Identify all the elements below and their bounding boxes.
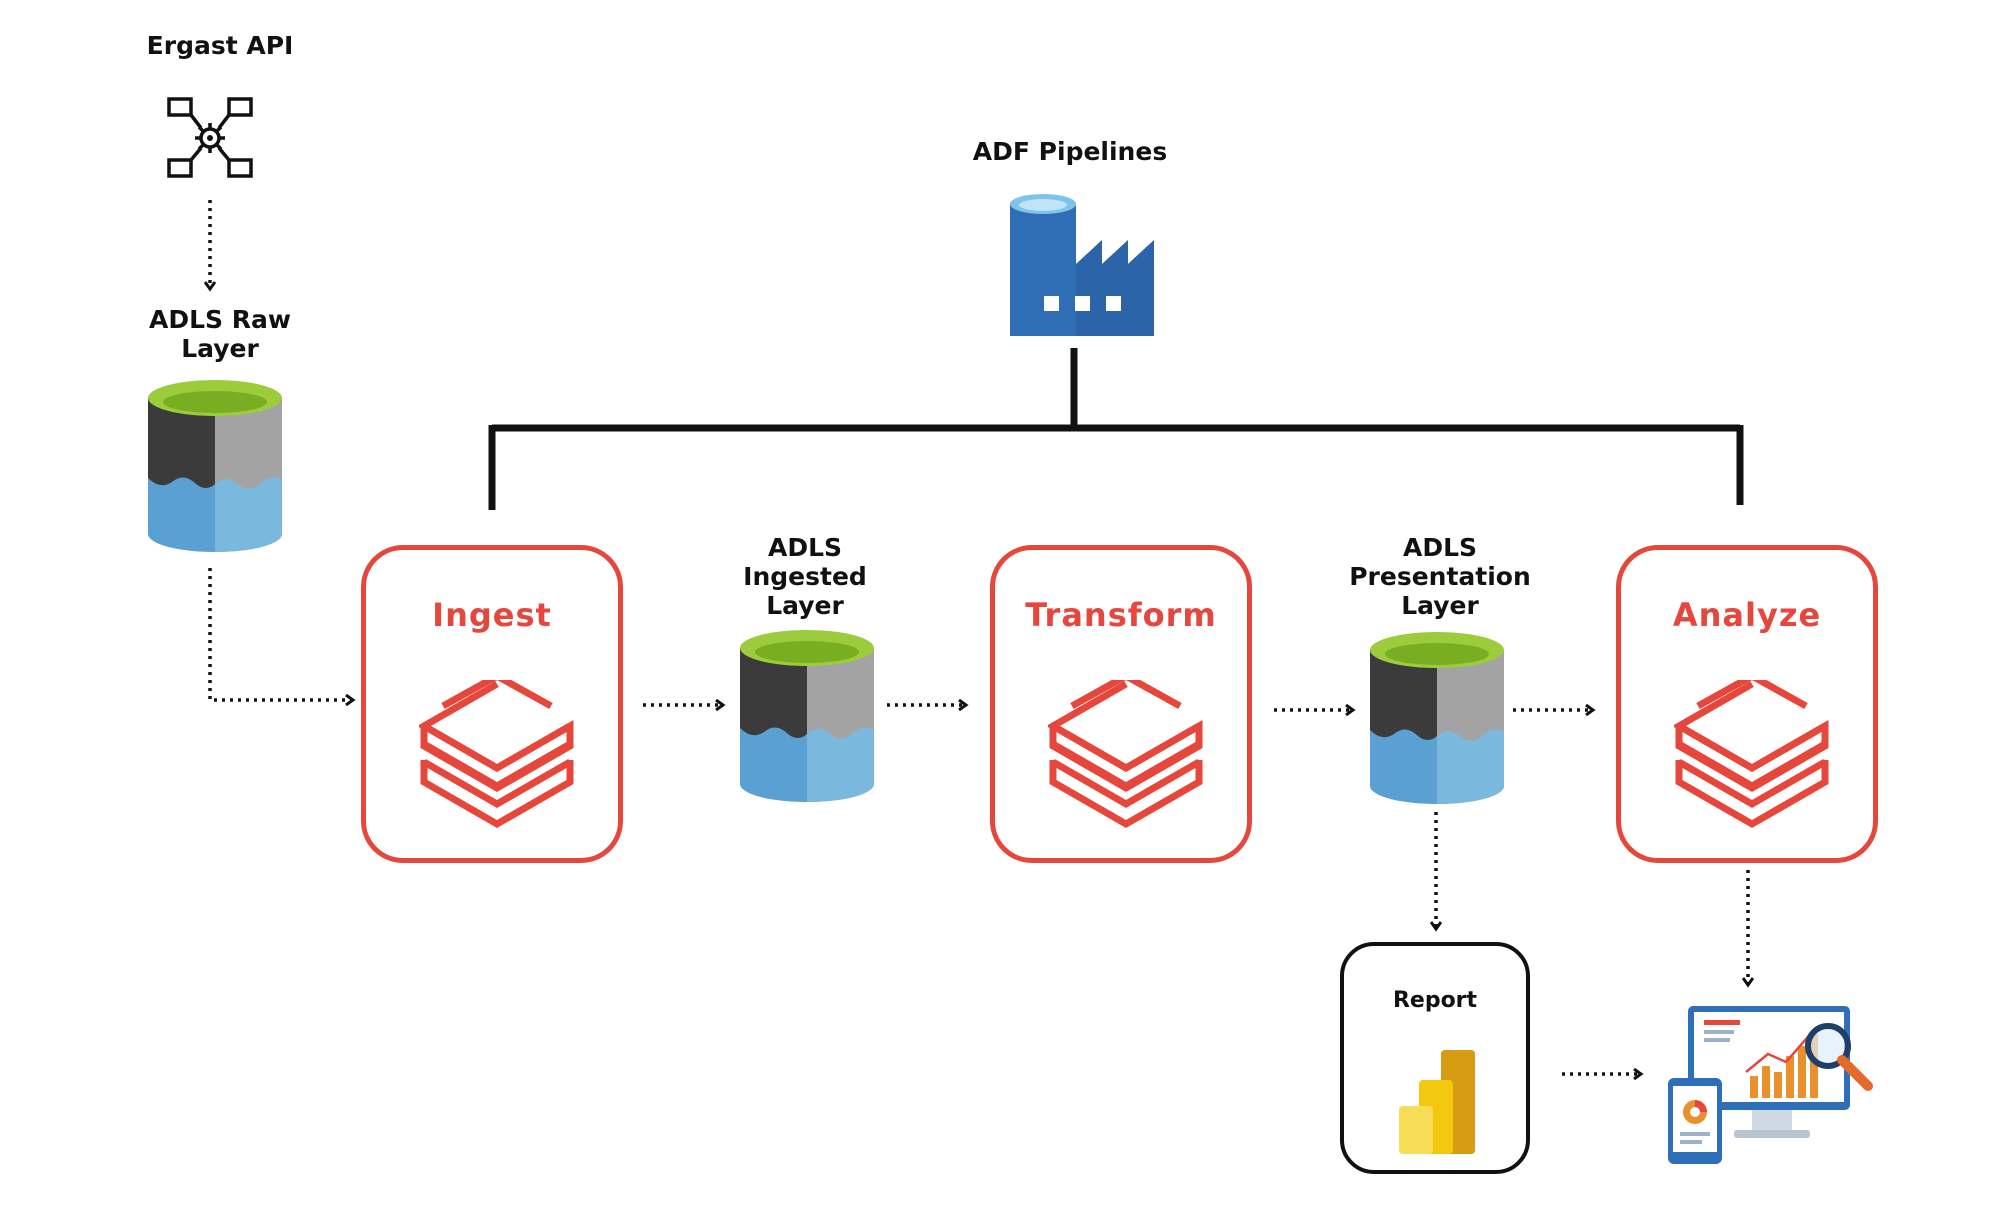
source-label: Ergast API — [146, 31, 294, 60]
stage-ingest: Ingest — [361, 545, 623, 863]
adf-bracket-connector — [488, 348, 1744, 510]
raw-to-ingest-arrow — [208, 568, 352, 700]
report-box: Report — [1340, 942, 1530, 1174]
databricks-layers-icon — [1674, 680, 1829, 829]
stage-transform: Transform — [990, 545, 1252, 863]
databricks-layers-icon — [1048, 680, 1203, 829]
power-bi-icon — [1399, 1050, 1475, 1154]
data-factory-icon — [1010, 194, 1154, 336]
report-label: Report — [1392, 988, 1478, 1013]
data-lake-storage-icon — [148, 380, 282, 552]
stage-title: Transform — [1025, 596, 1217, 634]
stage-title: Ingest — [432, 596, 552, 634]
presentation-layer-label: ADLS Presentation Layer — [1349, 533, 1531, 620]
ingested-layer-label: ADLS Ingested Layer — [743, 533, 867, 620]
databricks-layers-icon — [419, 680, 574, 829]
data-lake-storage-icon — [740, 630, 874, 802]
api-gear-network-icon — [167, 97, 253, 178]
orchestrator-label: ADF Pipelines — [972, 137, 1168, 166]
stage-title: Analyze — [1672, 596, 1822, 634]
data-lake-storage-icon — [1370, 632, 1504, 804]
raw-layer-label: ADLS Raw Layer — [149, 305, 291, 363]
analytics-dashboard-icon — [1668, 1006, 1873, 1164]
stage-analyze: Analyze — [1616, 545, 1878, 863]
